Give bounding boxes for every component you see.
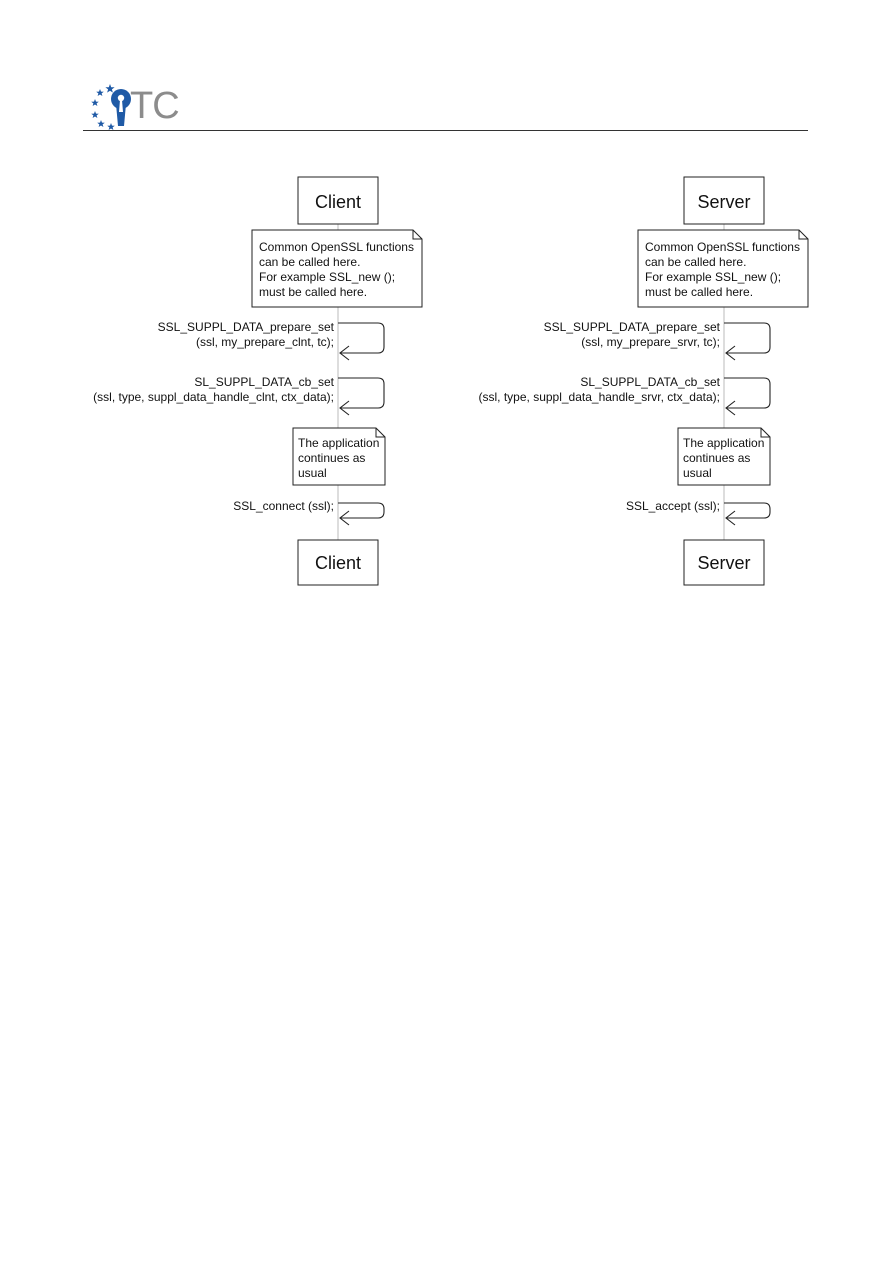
server-note-continues: [677, 427, 771, 486]
client-call-cb-set: SL_SUPPL_DATA_cb_set(ssl, type, suppl_da…: [93, 375, 334, 404]
server-note-common-functions-text-line: must be called here.: [645, 285, 753, 299]
server-note-common-functions: [637, 229, 809, 308]
server-note-common-functions-fold: [798, 230, 808, 240]
server-call-handshake-line: SSL_accept (ssl);: [626, 499, 720, 513]
logo-text: TC: [130, 85, 180, 127]
client-note-common-functions-text-line: must be called here.: [259, 285, 367, 299]
server-note-continues-fold: [760, 428, 770, 438]
server-call-cb-set-arrowhead: [725, 400, 736, 416]
client-note-continues-text-line: usual: [298, 466, 327, 480]
server-note-common-functions-text-line: For example SSL_new ();: [645, 270, 781, 284]
client-note-continues-text-line: continues as: [298, 451, 365, 465]
client-call-prepare-set-line: (ssl, my_prepare_clnt, tc);: [196, 335, 334, 349]
client-top-box: [297, 176, 379, 225]
page-header: TC: [0, 0, 893, 140]
server-bottom-label: Server: [697, 553, 750, 573]
server-call-prepare-set-line: SSL_SUPPL_DATA_prepare_set: [544, 320, 721, 334]
client-note-continues: [292, 427, 386, 486]
client-call-handshake-line: SSL_connect (ssl);: [233, 499, 334, 513]
server-top-label: Server: [697, 192, 750, 212]
client-call-cb-set-arrowhead: [339, 400, 350, 416]
client-call-handshake-arrowhead: [339, 510, 350, 526]
client-call-prepare-set-arrowhead: [339, 345, 350, 361]
server-call-cb-set-line: SL_SUPPL_DATA_cb_set: [580, 375, 720, 389]
client-call-prepare-set: SSL_SUPPL_DATA_prepare_set(ssl, my_prepa…: [158, 320, 335, 349]
client-note-common-functions-fold: [412, 230, 422, 240]
client-note-common-functions-text-line: For example SSL_new ();: [259, 270, 395, 284]
client-call-handshake: SSL_connect (ssl);: [233, 499, 334, 513]
server-call-cb-set-line: (ssl, type, suppl_data_handle_srvr, ctx_…: [479, 390, 720, 404]
server-call-prepare-set: SSL_SUPPL_DATA_prepare_set(ssl, my_prepa…: [544, 320, 721, 349]
server-bottom-box: [683, 539, 765, 586]
server-call-cb-set: SL_SUPPL_DATA_cb_set(ssl, type, suppl_da…: [479, 375, 721, 404]
client-bottom-label: Client: [315, 553, 361, 573]
client-note-common-functions-text-line: Common OpenSSL functions: [259, 240, 414, 254]
server-call-prepare-set-arrowhead: [725, 345, 736, 361]
keyhole-stars-logo-icon: [91, 84, 131, 130]
client-call-handshake-arrow: [338, 502, 385, 519]
client-note-continues-text-line: The application: [298, 436, 379, 450]
server-call-handshake: SSL_accept (ssl);: [626, 499, 720, 513]
client-note-common-functions-text-line: can be called here.: [259, 255, 360, 269]
server-call-prepare-set-arrow: [724, 322, 771, 354]
client-call-prepare-set-arrow: [338, 322, 385, 354]
server-call-handshake-arrowhead: [725, 510, 736, 526]
server-note-continues-text-line: usual: [683, 466, 712, 480]
server-note-common-functions-text-line: can be called here.: [645, 255, 746, 269]
server-call-cb-set-arrow: [724, 377, 771, 409]
client-note-continues-fold: [375, 428, 385, 438]
client-note-common-functions: [251, 229, 423, 308]
client-call-cb-set-arrow: [338, 377, 385, 409]
server-call-handshake-arrow: [724, 502, 771, 519]
server-top-box: [683, 176, 765, 225]
server-note-continues-text-line: The application: [683, 436, 764, 450]
header-divider: [83, 130, 808, 131]
client-call-prepare-set-line: SSL_SUPPL_DATA_prepare_set: [158, 320, 335, 334]
client-top-label: Client: [315, 192, 361, 212]
logo: [90, 82, 200, 130]
client-bottom-box: [297, 539, 379, 586]
client-call-cb-set-line: (ssl, type, suppl_data_handle_clnt, ctx_…: [93, 390, 334, 404]
server-note-continues-text-line: continues as: [683, 451, 750, 465]
server-note-common-functions-text-line: Common OpenSSL functions: [645, 240, 800, 254]
server-call-prepare-set-line: (ssl, my_prepare_srvr, tc);: [581, 335, 720, 349]
client-call-cb-set-line: SL_SUPPL_DATA_cb_set: [194, 375, 334, 389]
